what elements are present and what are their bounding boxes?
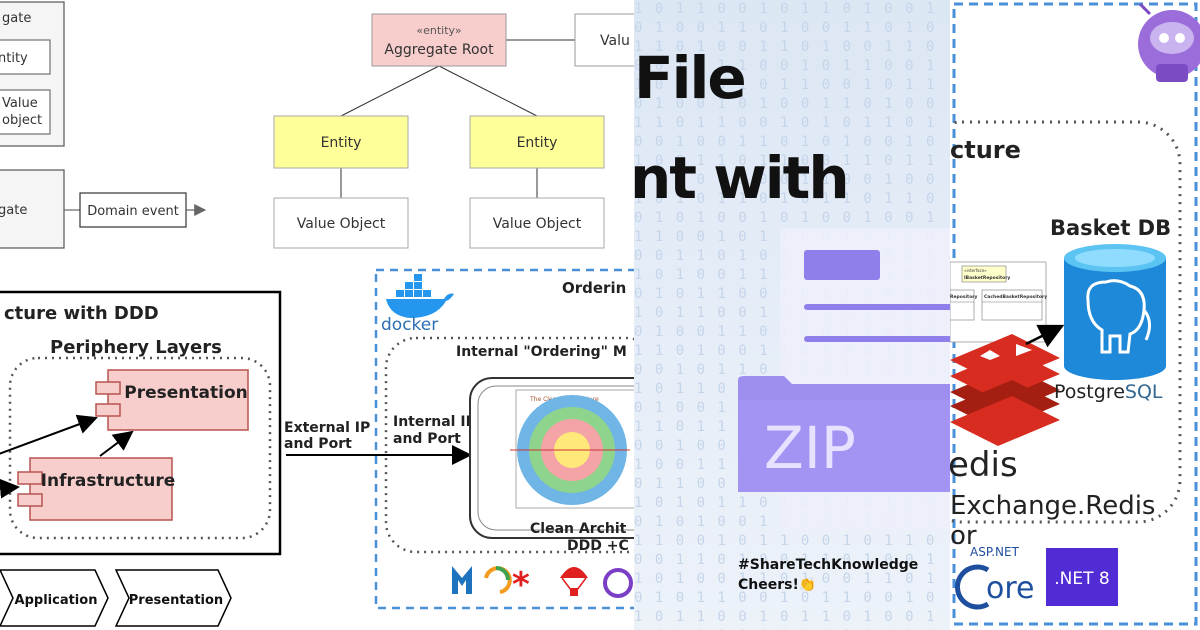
robot-mascot-icon <box>1138 2 1200 82</box>
zip-label: ZIP <box>764 414 856 482</box>
value-object-a-box <box>273 197 409 249</box>
external-ip-label-1: External IP <box>284 420 370 436</box>
aggregate-label: gate <box>0 203 27 218</box>
entity-stereotype: «entity» <box>416 24 461 37</box>
clean-arch-label-1: Clean Archit <box>530 521 627 537</box>
value-object-b-box <box>469 197 605 249</box>
clean-arch-label-2: DDD +C <box>567 538 629 554</box>
aggregate-box <box>0 169 65 249</box>
presentation-component <box>107 369 249 431</box>
value-object-small-label-2: object <box>2 113 42 128</box>
value-cut-label: Valu <box>600 33 630 49</box>
periphery-frame <box>8 356 272 540</box>
architecture-title-cut: cture <box>950 136 1021 164</box>
docker-label: docker <box>381 315 438 335</box>
docker-ordering-frame <box>374 268 634 610</box>
entity-b-box <box>469 115 605 169</box>
internal-ip-label-2: and Port <box>393 431 461 447</box>
value-object-small-box <box>0 89 51 135</box>
external-ip-label-2: and Port <box>284 436 352 452</box>
value-box-cut <box>574 13 634 67</box>
domain-event-label: Domain event <box>87 204 179 219</box>
value-object-small-label-1: Value <box>2 96 38 111</box>
dotnet8-badge <box>1046 548 1118 606</box>
clean-architecture-circles <box>510 395 630 505</box>
uml-interface: «interface» <box>964 268 987 273</box>
uml-class-diagram: «interface» IBasketRepository Repository… <box>950 261 1047 343</box>
core-c-icon <box>955 564 990 610</box>
entity-small-box <box>0 39 51 75</box>
entity-small-label: ntity <box>0 51 28 66</box>
parachute-icon <box>560 567 588 596</box>
asterisk-icon: * <box>512 565 530 605</box>
ordering-title-cut: Orderin <box>562 279 626 297</box>
basket-architecture-diagram: cture Basket DB «interface» IBasketRepos… <box>950 2 1200 626</box>
core-label: ore <box>986 571 1035 606</box>
aggregate-top-label: gate <box>2 11 31 26</box>
internal-ordering-frame <box>384 336 634 554</box>
internal-ordering-label: Internal "Ordering" M <box>456 344 627 360</box>
aspnet-label: ASP.NET <box>970 545 1020 559</box>
dotnet8-label: .NET 8 <box>1054 569 1109 589</box>
ddd-diagram: gate ntity Value object gate Domain even… <box>0 1 634 627</box>
domain-event-box <box>79 192 187 228</box>
left-diagram-panel: gate ntity Value object gate Domain even… <box>0 1 634 627</box>
entity-a-box <box>273 115 409 169</box>
value-object-a-label: Value Object <box>297 216 386 232</box>
uml-repository: Repository <box>950 294 978 300</box>
entity-a-label: Entity <box>321 135 362 151</box>
uml-ibasket: IBasketRepository <box>964 275 1010 281</box>
entity-b-label: Entity <box>517 135 558 151</box>
redis-logo-icon <box>950 334 1060 446</box>
basket-db-label: Basket DB <box>1050 216 1171 240</box>
aggregate-root-label: Aggregate Root <box>384 42 494 58</box>
infrastructure-component <box>29 457 173 521</box>
chevron-presentation-label: Presentation <box>129 593 223 608</box>
internal-ip-label-1: Internal IP <box>393 414 476 430</box>
mediatr-icon <box>452 566 472 594</box>
periphery-title: Periphery Layers <box>50 337 222 358</box>
presentation-label: Presentation <box>124 383 247 403</box>
chevron-application <box>0 569 109 627</box>
efcore-icon <box>603 568 633 598</box>
redis-label: edis <box>950 445 1018 485</box>
article-title-line-2: nt with <box>634 144 850 212</box>
value-object-b-label: Value Object <box>493 216 582 232</box>
postgresql-label: PostgreSQL <box>1054 381 1163 403</box>
postgresql-database-icon <box>1064 244 1166 380</box>
docker-whale-icon <box>386 274 454 318</box>
chevron-application-label: Application <box>15 593 98 608</box>
refresh-icon <box>484 566 512 594</box>
right-architecture-panel: cture Basket DB «interface» IBasketRepos… <box>950 0 1200 630</box>
inner-dotted-frame <box>950 120 1182 524</box>
ddd-title: cture with DDD <box>4 303 159 324</box>
chevron-presentation <box>114 569 232 627</box>
zip-article-panel: 1 0 1 1 0 0 1 0 1 1 0 1 0 0 1 0 1 0 0 1 … <box>634 0 950 630</box>
uml-cached: CachedBasketRepository <box>984 294 1047 300</box>
or-label: or <box>950 521 977 551</box>
stackexchange-redis-label: Exchange.Redis <box>950 491 1155 521</box>
zip-tab <box>804 250 880 280</box>
infrastructure-label: Infrastructure <box>41 471 176 491</box>
aggregate-root-box <box>371 13 507 67</box>
cheers-text: Cheers!👏 <box>738 577 817 593</box>
article-title-line-1: File <box>634 44 747 112</box>
zip-file-illustration: ZIP <box>738 228 950 530</box>
hashtag-text: #ShareTechKnowledge <box>738 557 919 573</box>
